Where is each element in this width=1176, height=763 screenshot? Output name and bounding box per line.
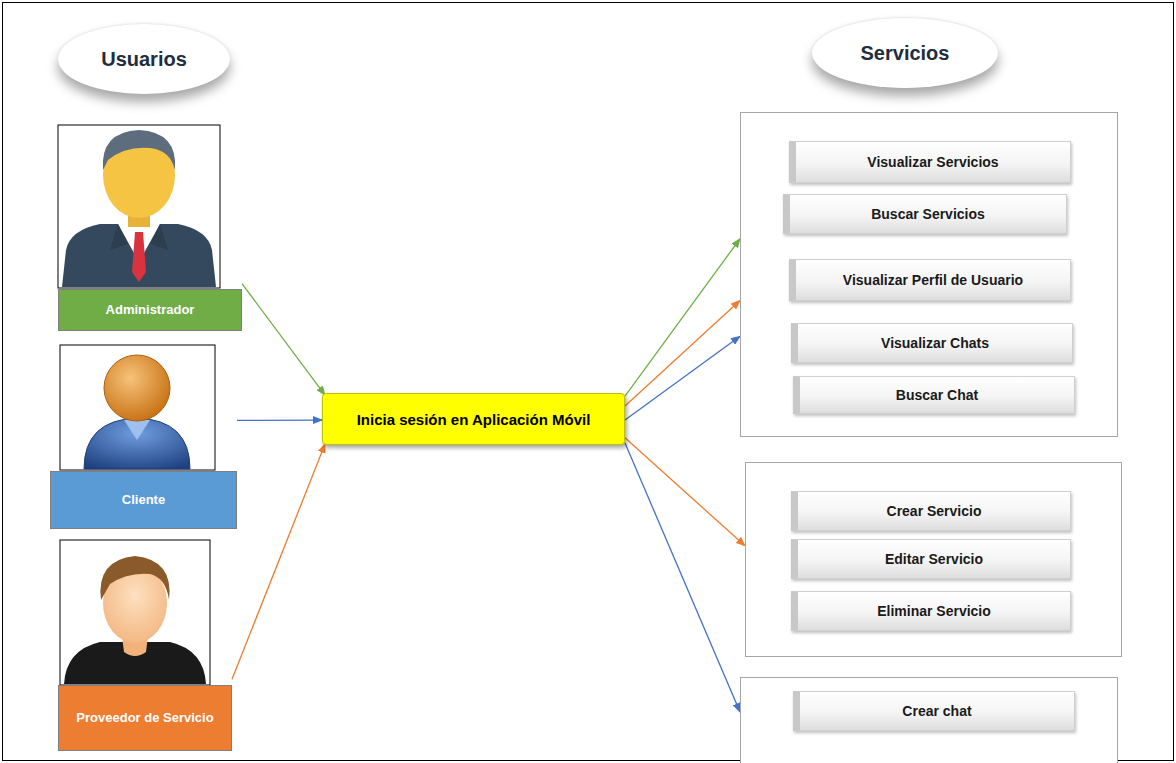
arrow-connector xyxy=(625,301,740,407)
box-text: Crear chat xyxy=(902,703,971,719)
login-box: Inicia sesión en Aplicación Móvil xyxy=(322,393,625,445)
arrow-connector xyxy=(232,444,325,679)
arrow-connector xyxy=(625,443,740,712)
heading-text: Servicios xyxy=(861,42,950,65)
service-button: Buscar Servicios xyxy=(783,194,1067,234)
role-label: Proveedor de Servicio xyxy=(58,685,232,751)
box-text: Crear Servicio xyxy=(887,503,982,519)
service-group: Crear chat xyxy=(740,677,1118,763)
client-figure xyxy=(60,345,215,470)
user-role: Proveedor de Servicio xyxy=(58,540,232,751)
heading-text: Usuarios xyxy=(101,48,187,71)
box-text: Buscar Servicios xyxy=(871,206,985,222)
service-button: Crear Servicio xyxy=(791,491,1071,531)
user-role: Administrador xyxy=(58,125,242,331)
arrow-connector xyxy=(625,336,740,420)
box-text: Visualizar Chats xyxy=(881,335,989,351)
service-button: Visualizar Chats xyxy=(791,323,1073,363)
service-button: Eliminar Servicio xyxy=(791,591,1071,631)
service-button: Visualizar Servicios xyxy=(789,141,1071,183)
provider-figure xyxy=(60,540,210,685)
service-button: Buscar Chat xyxy=(793,376,1075,414)
box-text: Visualizar Servicios xyxy=(867,154,998,170)
user-role: Cliente xyxy=(50,345,237,529)
box-text: Editar Servicio xyxy=(885,551,983,567)
heading-oval: Servicios xyxy=(812,18,998,88)
service-button: Crear chat xyxy=(793,691,1075,731)
service-button: Visualizar Perfil de Usuario xyxy=(789,259,1071,301)
arrow-connector xyxy=(625,438,745,546)
box-text: Buscar Chat xyxy=(896,387,978,403)
service-button: Editar Servicio xyxy=(791,539,1071,579)
arrow-connector xyxy=(242,284,325,395)
box-text: Inicia sesión en Aplicación Móvil xyxy=(357,411,591,428)
role-label: Cliente xyxy=(50,471,237,529)
role-label: Administrador xyxy=(58,289,242,331)
service-group: Crear ServicioEditar ServicioEliminar Se… xyxy=(745,462,1122,657)
arrow-connector xyxy=(237,419,322,421)
box-text: Visualizar Perfil de Usuario xyxy=(843,272,1023,288)
service-group: Visualizar ServiciosBuscar ServiciosVisu… xyxy=(740,112,1118,437)
box-text: Eliminar Servicio xyxy=(877,603,991,619)
arrow-connector xyxy=(625,239,740,396)
admin-figure xyxy=(58,125,220,288)
heading-oval: Usuarios xyxy=(58,24,230,94)
